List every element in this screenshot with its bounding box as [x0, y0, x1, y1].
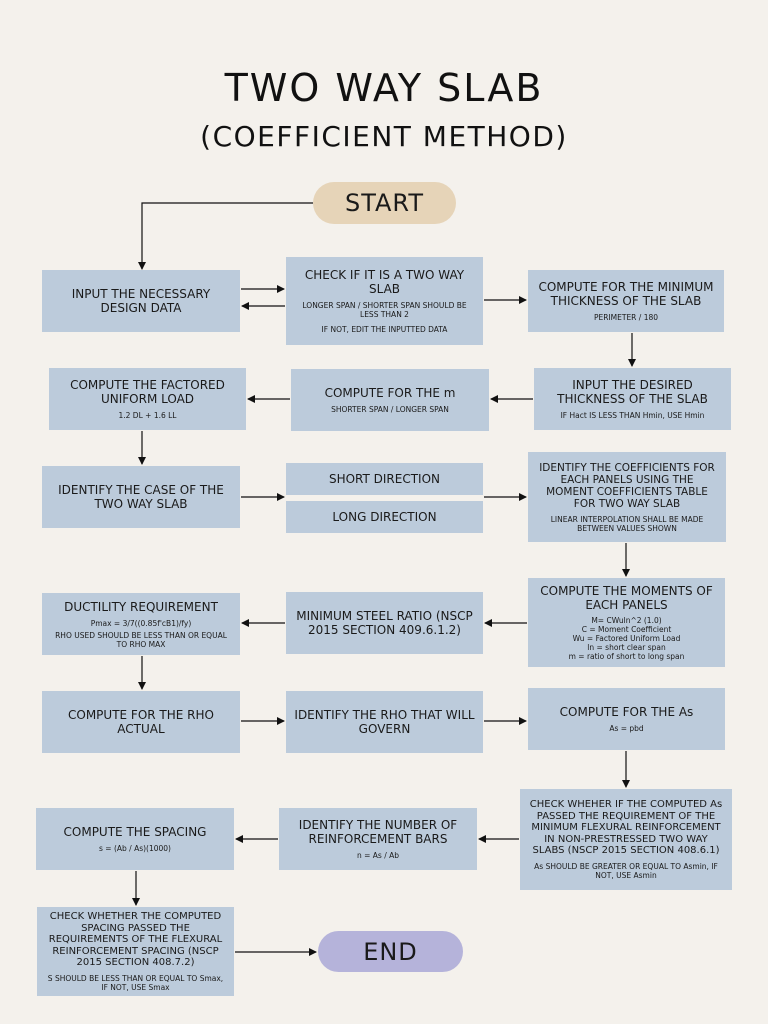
compute-as-box: COMPUTE FOR THE As As = pbd [528, 688, 725, 750]
box-label: SHORT DIRECTION [328, 472, 441, 486]
desired-thickness-box: INPUT THE DESIRED THICKNESS OF THE SLAB … [534, 368, 731, 430]
box-note: PERIMETER / 180 [593, 313, 659, 322]
end-node: END [318, 931, 463, 972]
box-note: LINEAR INTERPOLATION SHALL BE MADE BETWE… [550, 514, 704, 533]
box-label: CHECK WHEHER IF THE COMPUTED As PASSED T… [529, 799, 723, 857]
box-label: COMPUTE FOR THE MINIMUM THICKNESS OF THE… [538, 280, 714, 308]
short-direction-box: SHORT DIRECTION [286, 463, 483, 495]
start-node: START [313, 182, 456, 224]
check-spacing-box: CHECK WHETHER THE COMPUTED SPACING PASSE… [37, 907, 234, 996]
input-design-data-box: INPUT THE NECESSARY DESIGN DATA [42, 270, 240, 332]
min-steel-ratio-box: MINIMUM STEEL RATIO (NSCP 2015 SECTION 4… [286, 592, 483, 654]
box-label: INPUT THE DESIRED THICKNESS OF THE SLAB [557, 378, 708, 406]
box-label: IDENTIFY THE CASE OF THE TWO WAY SLAB [58, 483, 224, 511]
arrow [138, 202, 313, 270]
page-title: TWO WAY SLAB [224, 66, 544, 110]
box-note: RHO USED SHOULD BE LESS THAN OR EQUAL TO… [55, 630, 227, 649]
box-note: IF NOT, EDIT THE INPUTTED DATA [321, 325, 448, 334]
box-note: C = Moment Coefficient [581, 625, 672, 634]
box-label: MINIMUM STEEL RATIO (NSCP 2015 SECTION 4… [296, 609, 473, 637]
num-bars-box: IDENTIFY THE NUMBER OF REINFORCEMENT BAR… [279, 808, 477, 870]
box-note: Wu = Factored Uniform Load [572, 634, 681, 643]
box-note: ln = short clear span [587, 643, 666, 652]
box-label: COMPUTE FOR THE m [324, 386, 456, 400]
box-note: Pmax = 3/7((0.85f'cB1)/fy) [90, 618, 192, 628]
spacing-box: COMPUTE THE SPACING s = (Ab / As)(1000) [36, 808, 234, 870]
coefficients-box: IDENTIFY THE COEFFICIENTS FOR EACH PANEL… [528, 452, 726, 542]
box-label: LONG DIRECTION [332, 510, 437, 524]
box-note: LONGER SPAN / SHORTER SPAN SHOULD BE LES… [302, 301, 467, 319]
box-note: As SHOULD BE GREATER OR EQUAL TO Asmin, … [534, 861, 718, 880]
ductility-box: DUCTILITY REQUIREMENT Pmax = 3/7((0.85f'… [42, 593, 240, 655]
box-label: CHECK WHETHER THE COMPUTED SPACING PASSE… [48, 911, 223, 969]
box-label: COMPUTE THE SPACING [63, 825, 207, 839]
box-note: 1.2 DL + 1.6 LL [118, 411, 177, 420]
factored-load-box: COMPUTE THE FACTORED UNIFORM LOAD 1.2 DL… [49, 368, 246, 430]
box-label: IDENTIFY THE RHO THAT WILL GOVERN [294, 708, 475, 736]
check-two-way-box: CHECK IF IT IS A TWO WAY SLAB LONGER SPA… [286, 257, 483, 345]
min-thickness-box: COMPUTE FOR THE MINIMUM THICKNESS OF THE… [528, 270, 724, 332]
compute-moments-box: COMPUTE THE MOMENTS OF EACH PANELS M= CW… [528, 578, 725, 667]
long-direction-box: LONG DIRECTION [286, 501, 483, 533]
box-note: IF Hact IS LESS THAN Hmin, USE Hmin [560, 411, 705, 420]
box-label: COMPUTE FOR THE As [559, 705, 694, 719]
box-label: COMPUTE FOR THE RHO ACTUAL [68, 708, 214, 736]
box-label: CHECK IF IT IS A TWO WAY SLAB [304, 268, 465, 296]
box-note: S SHOULD BE LESS THAN OR EQUAL TO Smax, … [47, 973, 224, 992]
box-label: COMPUTE THE FACTORED UNIFORM LOAD [70, 378, 225, 406]
box-label: DUCTILITY REQUIREMENT [64, 599, 218, 614]
identify-case-box: IDENTIFY THE CASE OF THE TWO WAY SLAB [42, 466, 240, 528]
box-label: IDENTIFY THE NUMBER OF REINFORCEMENT BAR… [298, 818, 458, 846]
compute-m-box: COMPUTE FOR THE m SHORTER SPAN / LONGER … [291, 369, 489, 431]
box-label: IDENTIFY THE COEFFICIENTS FOR EACH PANEL… [539, 461, 715, 510]
check-as-box: CHECK WHEHER IF THE COMPUTED As PASSED T… [520, 789, 732, 890]
box-label: INPUT THE NECESSARY DESIGN DATA [71, 287, 211, 315]
rho-actual-box: COMPUTE FOR THE RHO ACTUAL [42, 691, 240, 753]
page-subtitle: (COEFFICIENT METHOD) [200, 120, 568, 153]
box-note: SHORTER SPAN / LONGER SPAN [331, 405, 449, 414]
box-note: M= CWuln^2 (1.0) [591, 616, 662, 625]
box-note: n = As / Ab [356, 851, 400, 860]
box-note: m = ratio of short to long span [568, 652, 685, 661]
box-note: s = (Ab / As)(1000) [99, 844, 171, 853]
box-label: COMPUTE THE MOMENTS OF EACH PANELS [540, 584, 713, 612]
rho-govern-box: IDENTIFY THE RHO THAT WILL GOVERN [286, 691, 483, 753]
box-note: As = pbd [609, 724, 644, 733]
